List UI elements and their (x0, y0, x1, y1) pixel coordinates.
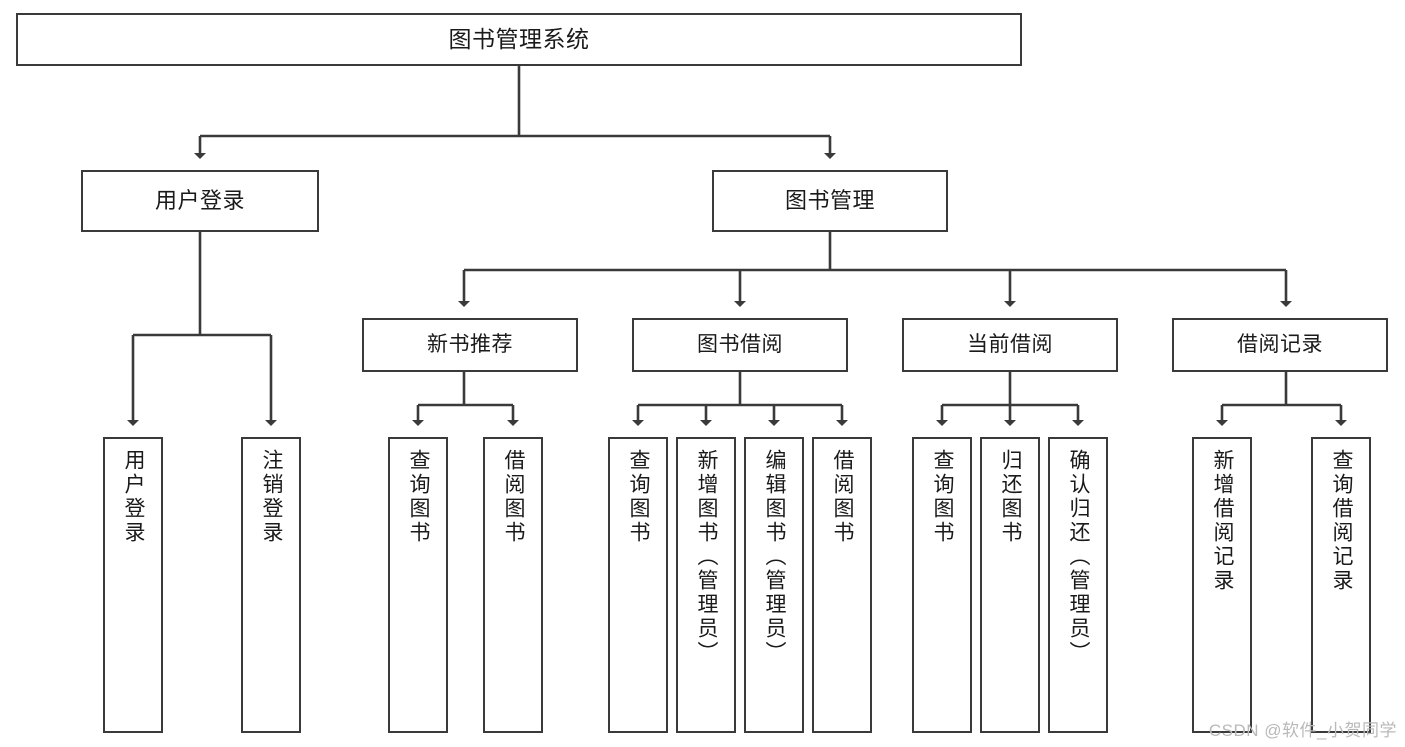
node-leaf-add-book[interactable]: 新增图书（管理员） (676, 437, 736, 733)
node-borrow-record[interactable]: 借阅记录 (1172, 318, 1388, 372)
node-leaf-borrow-book-2[interactable]: 借阅图书 (812, 437, 872, 733)
node-book-manage[interactable]: 图书管理 (712, 170, 948, 232)
node-leaf-add-record-label: 新增借阅记录 (1211, 449, 1235, 593)
node-leaf-confirm-return[interactable]: 确认归还（管理员） (1048, 437, 1108, 733)
node-root-label: 图书管理系统 (448, 25, 590, 52)
node-book-borrow-label: 图书借阅 (697, 332, 783, 356)
node-leaf-edit-book-label: 编辑图书（管理员） (763, 449, 787, 665)
node-leaf-edit-book[interactable]: 编辑图书（管理员） (744, 437, 804, 733)
node-leaf-query-book-2-label: 查询图书 (627, 449, 651, 545)
node-leaf-borrow-book-2-label: 借阅图书 (831, 449, 855, 545)
watermark-text: CSDN @软件_小贺同学 (1208, 721, 1397, 740)
node-leaf-query-book-1[interactable]: 查询图书 (388, 437, 448, 733)
node-current-borrow[interactable]: 当前借阅 (902, 318, 1118, 372)
node-leaf-query-book-3-label: 查询图书 (931, 449, 955, 545)
node-user-login[interactable]: 用户登录 (81, 170, 319, 232)
node-leaf-query-book-3[interactable]: 查询图书 (912, 437, 972, 733)
node-leaf-query-record-label: 查询借阅记录 (1330, 449, 1354, 593)
node-leaf-add-record[interactable]: 新增借阅记录 (1192, 437, 1252, 733)
node-new-book-rec-label: 新书推荐 (427, 332, 513, 356)
node-leaf-query-book-1-label: 查询图书 (407, 449, 431, 545)
node-leaf-confirm-return-label: 确认归还（管理员） (1067, 449, 1091, 665)
node-leaf-logout[interactable]: 注销登录 (241, 437, 301, 733)
node-leaf-borrow-book-1-label: 借阅图书 (502, 449, 526, 545)
node-leaf-query-book-2[interactable]: 查询图书 (608, 437, 668, 733)
node-borrow-record-label: 借阅记录 (1237, 332, 1323, 356)
node-leaf-query-record[interactable]: 查询借阅记录 (1311, 437, 1371, 733)
node-leaf-borrow-book-1[interactable]: 借阅图书 (483, 437, 543, 733)
node-new-book-rec[interactable]: 新书推荐 (362, 318, 578, 372)
node-leaf-user-login[interactable]: 用户登录 (103, 437, 163, 733)
node-current-borrow-label: 当前借阅 (967, 332, 1053, 356)
node-book-borrow[interactable]: 图书借阅 (632, 318, 848, 372)
node-book-manage-label: 图书管理 (784, 188, 875, 214)
node-leaf-return-book[interactable]: 归还图书 (980, 437, 1040, 733)
node-leaf-user-login-label: 用户登录 (122, 449, 146, 545)
node-user-login-label: 用户登录 (154, 188, 245, 214)
node-leaf-return-book-label: 归还图书 (999, 449, 1023, 545)
node-root[interactable]: 图书管理系统 (16, 13, 1022, 66)
node-leaf-logout-label: 注销登录 (260, 449, 284, 545)
node-leaf-add-book-label: 新增图书（管理员） (695, 449, 719, 665)
